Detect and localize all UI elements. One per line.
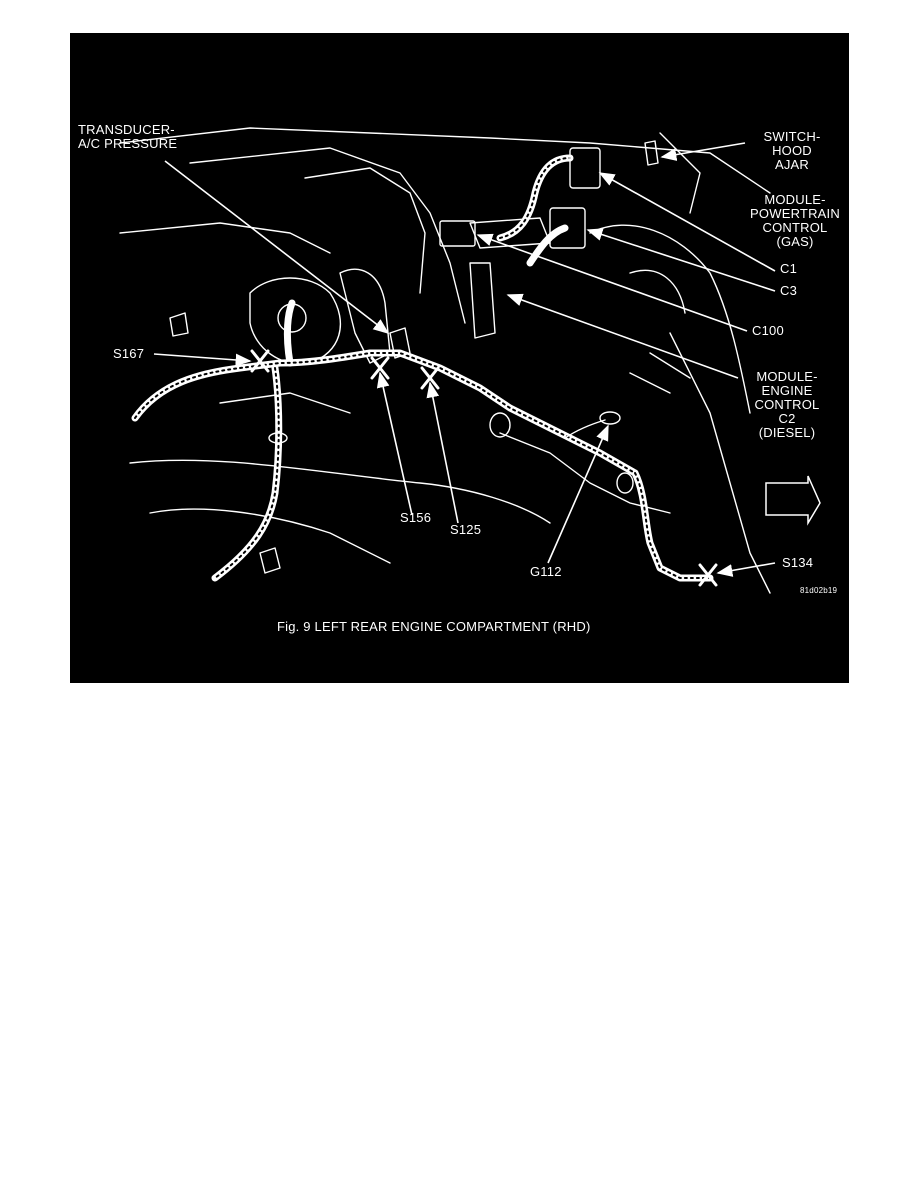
splice-s134-mark [698,563,718,587]
connector-c1 [569,147,601,189]
harness-branch-c3 [526,224,569,267]
label-c1: C1 [780,261,798,276]
label-pcm-line1: MODULE- [764,192,826,207]
ground-g112 [599,411,621,425]
connector-hood-switch [644,140,659,166]
label-pcm-line3: CONTROL [762,220,828,235]
connector-transducer [389,327,411,359]
leader-ecm [506,293,739,379]
lower-structure [149,508,391,564]
label-ecm-line1: MODULE- [756,369,818,384]
connector-c3 [549,207,586,249]
cowl-line [119,222,331,254]
label-ecm-line4: C2 [778,411,796,426]
harness-clip-1 [489,412,511,438]
label-s134: S134 [782,555,814,570]
leader-s125 [426,381,459,524]
label-transducer-line1: TRANSDUCER- [78,122,175,137]
label-transducer-line2: A/C PRESSURE [78,136,178,151]
figure-caption: Fig. 9 LEFT REAR ENGINE COMPARTMENT (RHD… [277,619,591,634]
diagram-figure: TRANSDUCER- A/C PRESSURE SWITCH- HOOD AJ… [70,33,849,683]
hood-latch-area [659,132,701,214]
label-pcm-line4: (GAS) [776,234,814,249]
leader-c100 [476,233,748,332]
body-panel-ridge [189,147,466,324]
leader-switch [660,142,746,161]
image-code: 81d02b19 [800,586,838,595]
grid-cross-b [219,392,351,414]
fwd-arrow-icon [765,475,821,526]
label-pcm-line2: POWERTRAIN [750,206,840,221]
engine-compartment-drawing [119,127,821,594]
firewall-edge [304,167,426,294]
leader-c3 [586,228,776,292]
label-ecm: MODULE- ENGINE CONTROL C2 (DIESEL) [742,370,832,440]
grid-cross-a [629,352,691,394]
connector-lower [259,547,281,574]
label-ecm-line5: (DIESEL) [758,425,816,440]
leader-s167 [153,353,252,367]
label-g112: G112 [530,564,562,579]
floor-line [129,459,551,524]
label-switch-line1: SWITCH- [763,129,821,144]
harness-branch-c1 [496,154,574,242]
label-s156: S156 [400,510,432,525]
label-transducer: TRANSDUCER- A/C PRESSURE [78,123,177,151]
label-ecm-line3: CONTROL [754,397,820,412]
leader-g112 [547,424,609,564]
leader-s156 [376,371,413,516]
body-panel-upper [119,127,771,194]
connector-c100 [439,220,476,247]
label-pcm: MODULE- POWERTRAIN CONTROL (GAS) [745,193,845,249]
splice-s167-mark [250,349,270,373]
label-s125: S125 [450,522,482,537]
label-switch-line2: HOOD [772,143,812,158]
label-s167: S167 [113,346,145,361]
label-hood-switch: SWITCH- HOOD AJAR [752,130,832,172]
label-switch-line3: AJAR [774,157,810,172]
mount-bolt [169,312,189,337]
label-ecm-line2: ENGINE [761,383,813,398]
ground-g112-wire [564,419,606,439]
harness-clip-2 [616,472,634,494]
bracket-vertical [469,262,496,339]
strut-inner [629,269,686,314]
pedal-panel [339,268,391,364]
leader-s134 [716,562,776,577]
leader-c1 [598,172,776,272]
leader-transducer [164,160,390,334]
strut-tower [589,224,751,414]
fwd-label: FWD [772,495,798,507]
harness-clip-3 [268,432,288,444]
label-c100: C100 [752,323,784,338]
booster-outline [249,277,341,365]
label-c3: C3 [780,283,798,298]
harness-main [131,349,639,477]
harness-branch-up [283,299,296,367]
